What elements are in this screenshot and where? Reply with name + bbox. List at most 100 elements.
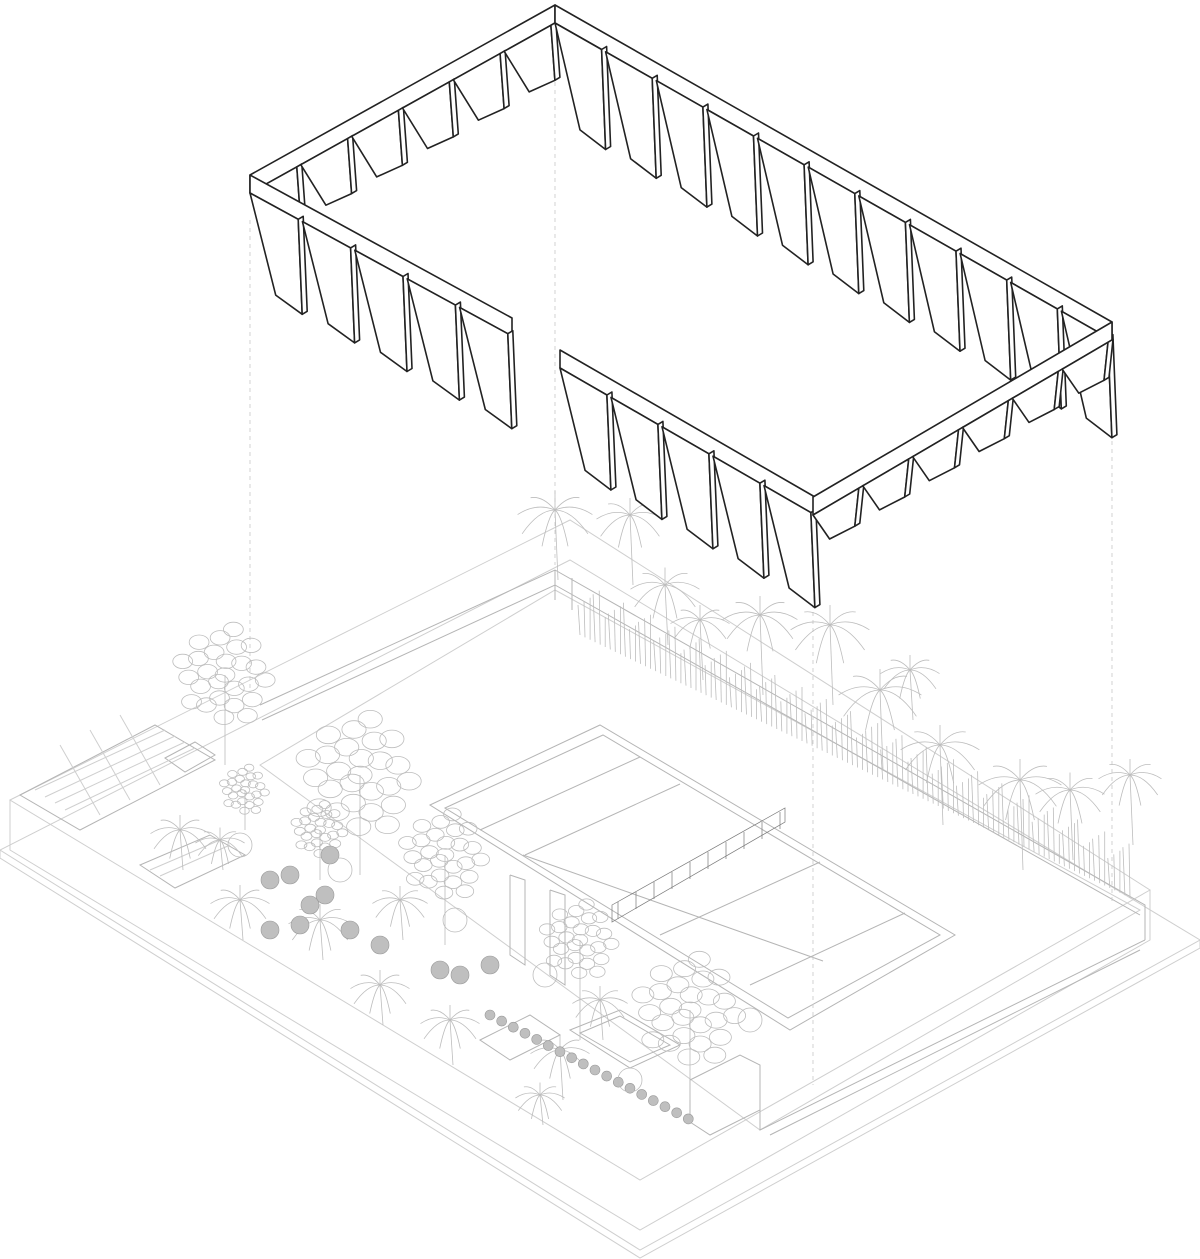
reed-stem <box>713 657 717 701</box>
palm-frond <box>879 675 908 691</box>
reed-stem <box>1107 857 1111 889</box>
hedge-plant <box>577 1058 589 1070</box>
palm-frond <box>369 984 381 1014</box>
tree-leaf-cluster <box>358 803 384 822</box>
palm-frond <box>390 899 401 927</box>
reed-stem <box>613 609 616 652</box>
palm-frond <box>680 609 701 621</box>
tree-leaf-cluster <box>584 924 602 937</box>
tree-leaf-cluster <box>223 697 245 714</box>
palm-trunk <box>539 1094 544 1126</box>
garden-tree <box>398 807 490 945</box>
palm-frond <box>1005 779 1021 821</box>
palm-frond <box>699 609 720 621</box>
palm-frond <box>664 584 678 619</box>
tree-leaf-cluster <box>209 630 231 646</box>
palm-frond <box>541 509 556 547</box>
palm-frond <box>211 839 221 864</box>
palm-tree <box>572 986 628 1041</box>
palm-trunk <box>629 514 634 586</box>
palm-frond <box>350 982 381 989</box>
palm-tree <box>880 655 940 721</box>
palm-frond <box>1047 777 1071 791</box>
palm-frond <box>195 837 221 844</box>
canopy-beam <box>554 4 1113 341</box>
palm-trunk <box>909 669 914 721</box>
palm-frond <box>420 1017 451 1024</box>
palm-frond <box>879 686 922 696</box>
tree-leaf-cluster <box>326 761 352 781</box>
roof-canopy-frame <box>249 4 1118 609</box>
palm-tree <box>900 725 980 826</box>
canopy-edge-back-right <box>554 4 1118 439</box>
palm-frond <box>1057 789 1071 824</box>
canopy-fin-side <box>1103 338 1114 382</box>
palm-frond <box>759 602 785 616</box>
palm-frond <box>909 669 921 699</box>
palm-frond <box>213 899 241 920</box>
tree-leaf-cluster <box>567 951 584 964</box>
palm-frond <box>1069 777 1093 791</box>
tree-leaf-cluster <box>558 931 575 944</box>
palm-frond <box>517 1094 541 1111</box>
tree-leaf-cluster <box>190 678 211 694</box>
palm-frond <box>829 624 845 664</box>
canopy-fin-side <box>651 74 663 180</box>
canopy-fin-side <box>349 244 361 344</box>
tree-leaf-cluster <box>259 788 270 797</box>
palm-tree <box>350 970 410 1026</box>
tree-leaf-cluster <box>239 806 250 815</box>
palm-frond <box>379 982 410 989</box>
palm-frond <box>735 602 761 616</box>
palm-frond <box>430 1009 451 1021</box>
canopy-fin-side <box>454 301 466 401</box>
palm-frond <box>630 581 666 590</box>
tree-leaf-cluster <box>340 793 366 813</box>
palm-frond <box>759 614 794 640</box>
dark-shrub <box>315 885 335 905</box>
tree-leaf-cluster <box>226 778 238 786</box>
palm-frond <box>554 506 593 515</box>
reed-stem <box>931 773 934 804</box>
reed-stem <box>1007 809 1010 840</box>
palm-frond <box>572 997 601 1004</box>
tree-leaf-cluster <box>197 664 218 680</box>
reed-stem <box>1031 821 1035 852</box>
tree-leaf-cluster <box>254 672 276 688</box>
canopy-fin-side <box>904 218 916 324</box>
palm-frond <box>838 686 881 696</box>
palm-frond <box>843 689 881 717</box>
palm-frond <box>539 1092 565 1099</box>
palm-frond <box>865 689 881 731</box>
canopy-fin-side <box>402 272 413 373</box>
tree-leaf-cluster <box>213 709 235 725</box>
palm-frond <box>581 990 601 1001</box>
tree-leaf-cluster <box>311 804 324 814</box>
tree-leaf-cluster <box>314 745 340 765</box>
palm-frond <box>829 611 856 626</box>
palm-frond <box>596 511 631 520</box>
garden-tree <box>219 763 270 830</box>
tree-leaf-cluster <box>237 708 258 724</box>
palm-frond <box>423 1019 451 1040</box>
canopy-fin-side <box>297 215 309 316</box>
palm-frond <box>1069 789 1083 824</box>
tree-leaf-cluster <box>414 858 433 872</box>
palm-frond <box>521 509 556 535</box>
tree-leaf-cluster <box>231 655 252 671</box>
palm-frond <box>449 1009 470 1021</box>
planter-circle <box>327 857 353 883</box>
palm-frond <box>1019 776 1062 786</box>
garden-tree <box>631 950 746 1100</box>
palm-frond <box>1101 774 1131 796</box>
palm-frond <box>219 837 245 844</box>
tree-leaf-cluster <box>226 639 247 655</box>
tree-leaf-cluster <box>403 850 422 864</box>
tree-leaf-cluster <box>317 779 343 799</box>
palm-frond <box>978 776 1021 786</box>
palm-trunk <box>699 619 704 681</box>
tree-leaf-cluster <box>590 941 607 954</box>
tree-leaf-cluster <box>223 799 234 807</box>
tree-leaf-cluster <box>697 988 720 1006</box>
tree-leaf-cluster <box>589 965 606 978</box>
